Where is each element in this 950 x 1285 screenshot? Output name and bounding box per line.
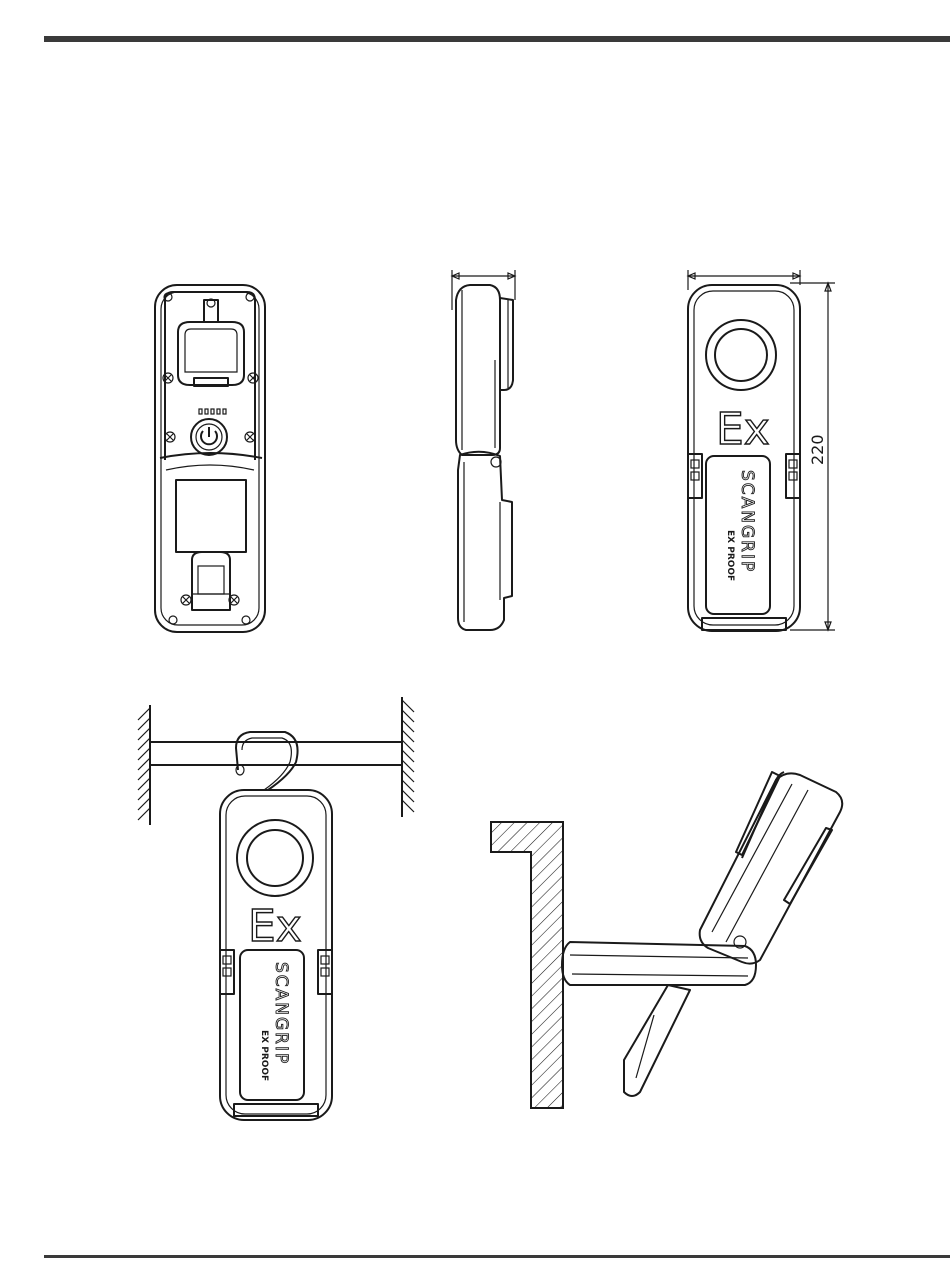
front-view: 220 Ex SCANGRIP EX PROOF [688,270,835,631]
power-button-icon [191,419,227,455]
side-view [452,270,515,630]
scangrip-logo-text-hanging: SCANGRIP [271,962,291,1065]
scangrip-logo-text: SCANGRIP [737,470,757,573]
ex-proof-label-hanging: EX PROOF [259,1030,269,1081]
height-dimension-label: 220 [808,434,827,465]
back-view [155,285,265,632]
bottom-rule [44,1255,950,1258]
ex-mark: Ex [716,404,770,455]
ex-mark-hanging: Ex [248,901,302,952]
ex-proof-label: EX PROOF [725,530,735,581]
hanging-on-bar-view: Ex SCANGRIP EX PROOF [138,697,414,1120]
vent-slots [199,409,226,414]
angled-mounting-view [491,772,842,1108]
